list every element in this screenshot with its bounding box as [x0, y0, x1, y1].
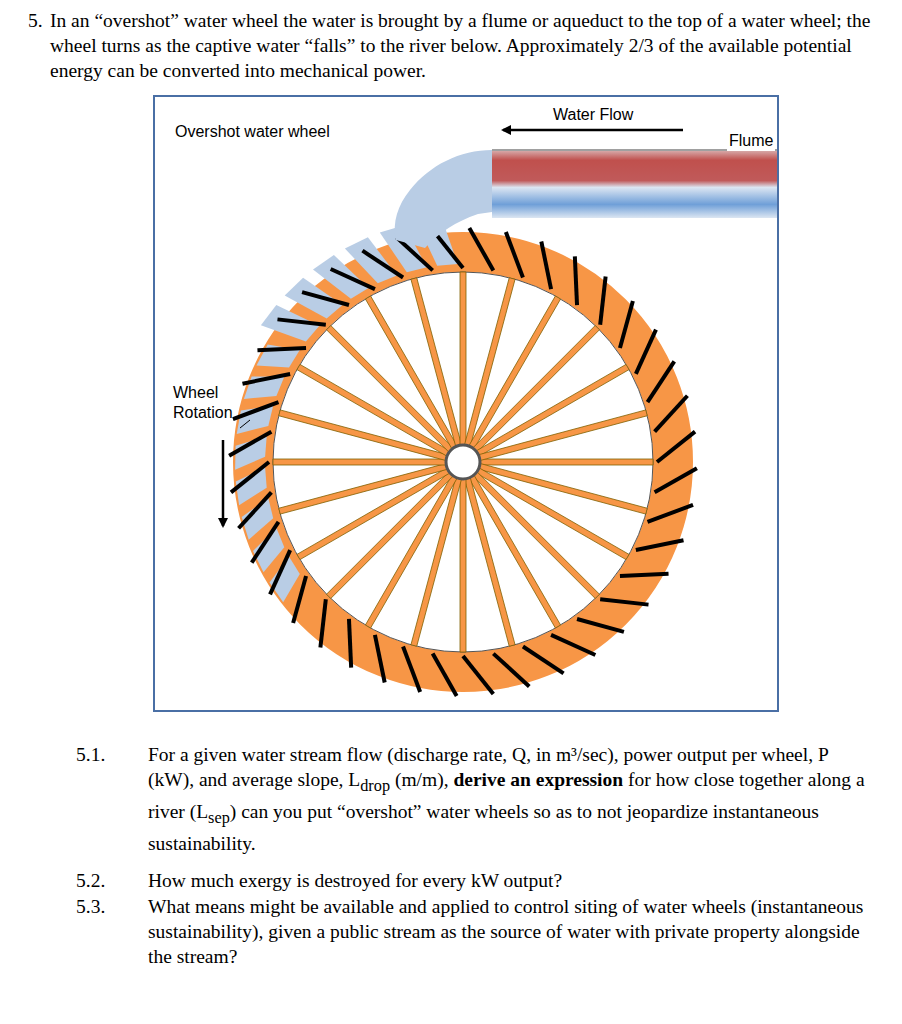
bucket-paddle — [320, 599, 325, 647]
spoke — [460, 461, 515, 646]
question-text: (m/m), — [390, 769, 453, 790]
bucket-paddle — [636, 540, 684, 550]
bucket-paddle — [403, 647, 420, 693]
bucket-paddle — [577, 619, 624, 632]
subquestion-text: For a given water stream flow (discharge… — [148, 742, 878, 856]
bucket-paddle — [233, 402, 279, 419]
subquestion-number-text: 5.2. — [76, 870, 105, 891]
bucket-paddle — [600, 276, 605, 324]
bucket-paddle — [349, 619, 351, 668]
bucket-paddle — [277, 319, 325, 324]
question-text: How much exergy is destroyed for every k… — [148, 870, 562, 891]
question-number: 5. — [28, 8, 43, 33]
subquestion-text: What means might be available and applie… — [148, 894, 878, 969]
bucket-paddle — [600, 599, 648, 604]
bucket-paddle — [231, 462, 269, 492]
bucket-paddle — [657, 432, 695, 462]
spoke — [297, 459, 465, 559]
bucket-paddle — [270, 550, 290, 594]
subquestion-number: 5.2. — [76, 868, 105, 893]
bucket-paddle — [229, 432, 271, 456]
spoke — [463, 459, 653, 465]
spoke — [462, 410, 647, 465]
question-text: ) can you put “overshot” water wheels so… — [148, 801, 824, 854]
spoke — [460, 461, 560, 629]
bucket-paddle — [655, 468, 697, 492]
figure-frame: Overshot water wheel Water FlowFlumeWheel… — [153, 95, 779, 712]
hub — [446, 445, 480, 479]
subscript: sep — [208, 809, 230, 827]
bucket-paddle — [575, 256, 577, 305]
flow-label: Water Flow — [553, 105, 633, 125]
subquestion-number: 5.1. — [76, 742, 105, 767]
bucket-paddle — [655, 396, 688, 432]
bucket-paddle — [469, 228, 493, 270]
subquestion-number-text: 5.3. — [76, 896, 105, 917]
wheel-rim — [253, 252, 673, 672]
spoke — [462, 364, 630, 464]
water-spout — [395, 150, 492, 248]
question-text: In an “overshot” water wheel the water i… — [50, 10, 870, 81]
bucket-paddle — [493, 654, 529, 687]
subquestion-number: 5.3. — [76, 894, 105, 919]
bucket-paddle — [433, 654, 457, 696]
spoke — [411, 278, 466, 463]
bucket-paddle — [331, 269, 375, 289]
bucket-paddle — [302, 292, 349, 305]
bucket-paddle — [636, 330, 656, 374]
bold-text: derive an expression — [453, 769, 623, 790]
flume-label: Flume — [727, 131, 775, 151]
subscript: drop — [360, 777, 390, 795]
figure-title: Overshot water wheel — [175, 122, 330, 142]
water-flow-arrow — [503, 129, 683, 132]
rotation-arrow — [222, 440, 225, 526]
bucket-paddle — [463, 656, 493, 694]
bucket-paddle — [239, 492, 272, 528]
bucket-paddle — [362, 251, 403, 278]
spoke — [279, 459, 464, 514]
bucket-paddle — [252, 522, 279, 563]
flume — [492, 150, 777, 218]
bucket-paddle — [620, 574, 669, 576]
bucket-paddle — [375, 635, 385, 683]
spoke — [273, 459, 463, 465]
bucket-paddle — [551, 635, 595, 655]
bucket-paddle — [648, 505, 694, 522]
subquestion-text: How much exergy is destroyed for every k… — [148, 868, 878, 893]
water-wheel-illustration — [155, 97, 777, 710]
bucket-paddle — [523, 647, 564, 674]
bucket-paddle — [257, 348, 306, 350]
bucket-paddle — [242, 374, 290, 384]
bucket-paddle — [620, 301, 633, 348]
bucket-paddle — [293, 576, 306, 623]
bucket-paddle — [648, 361, 675, 402]
subquestion-number-text: 5.1. — [76, 744, 105, 765]
bucket-paddle — [506, 232, 523, 278]
question-text: In an “overshot” water wheel the water i… — [50, 8, 888, 83]
bucket-paddle — [541, 241, 551, 289]
spoke — [460, 462, 466, 652]
spoke — [365, 296, 465, 464]
question-number-text: 5. — [28, 10, 43, 31]
spoke — [460, 272, 466, 462]
rotation-label: Wheel Rotation — [173, 383, 253, 423]
question-text: What means might be available and applie… — [148, 896, 868, 967]
